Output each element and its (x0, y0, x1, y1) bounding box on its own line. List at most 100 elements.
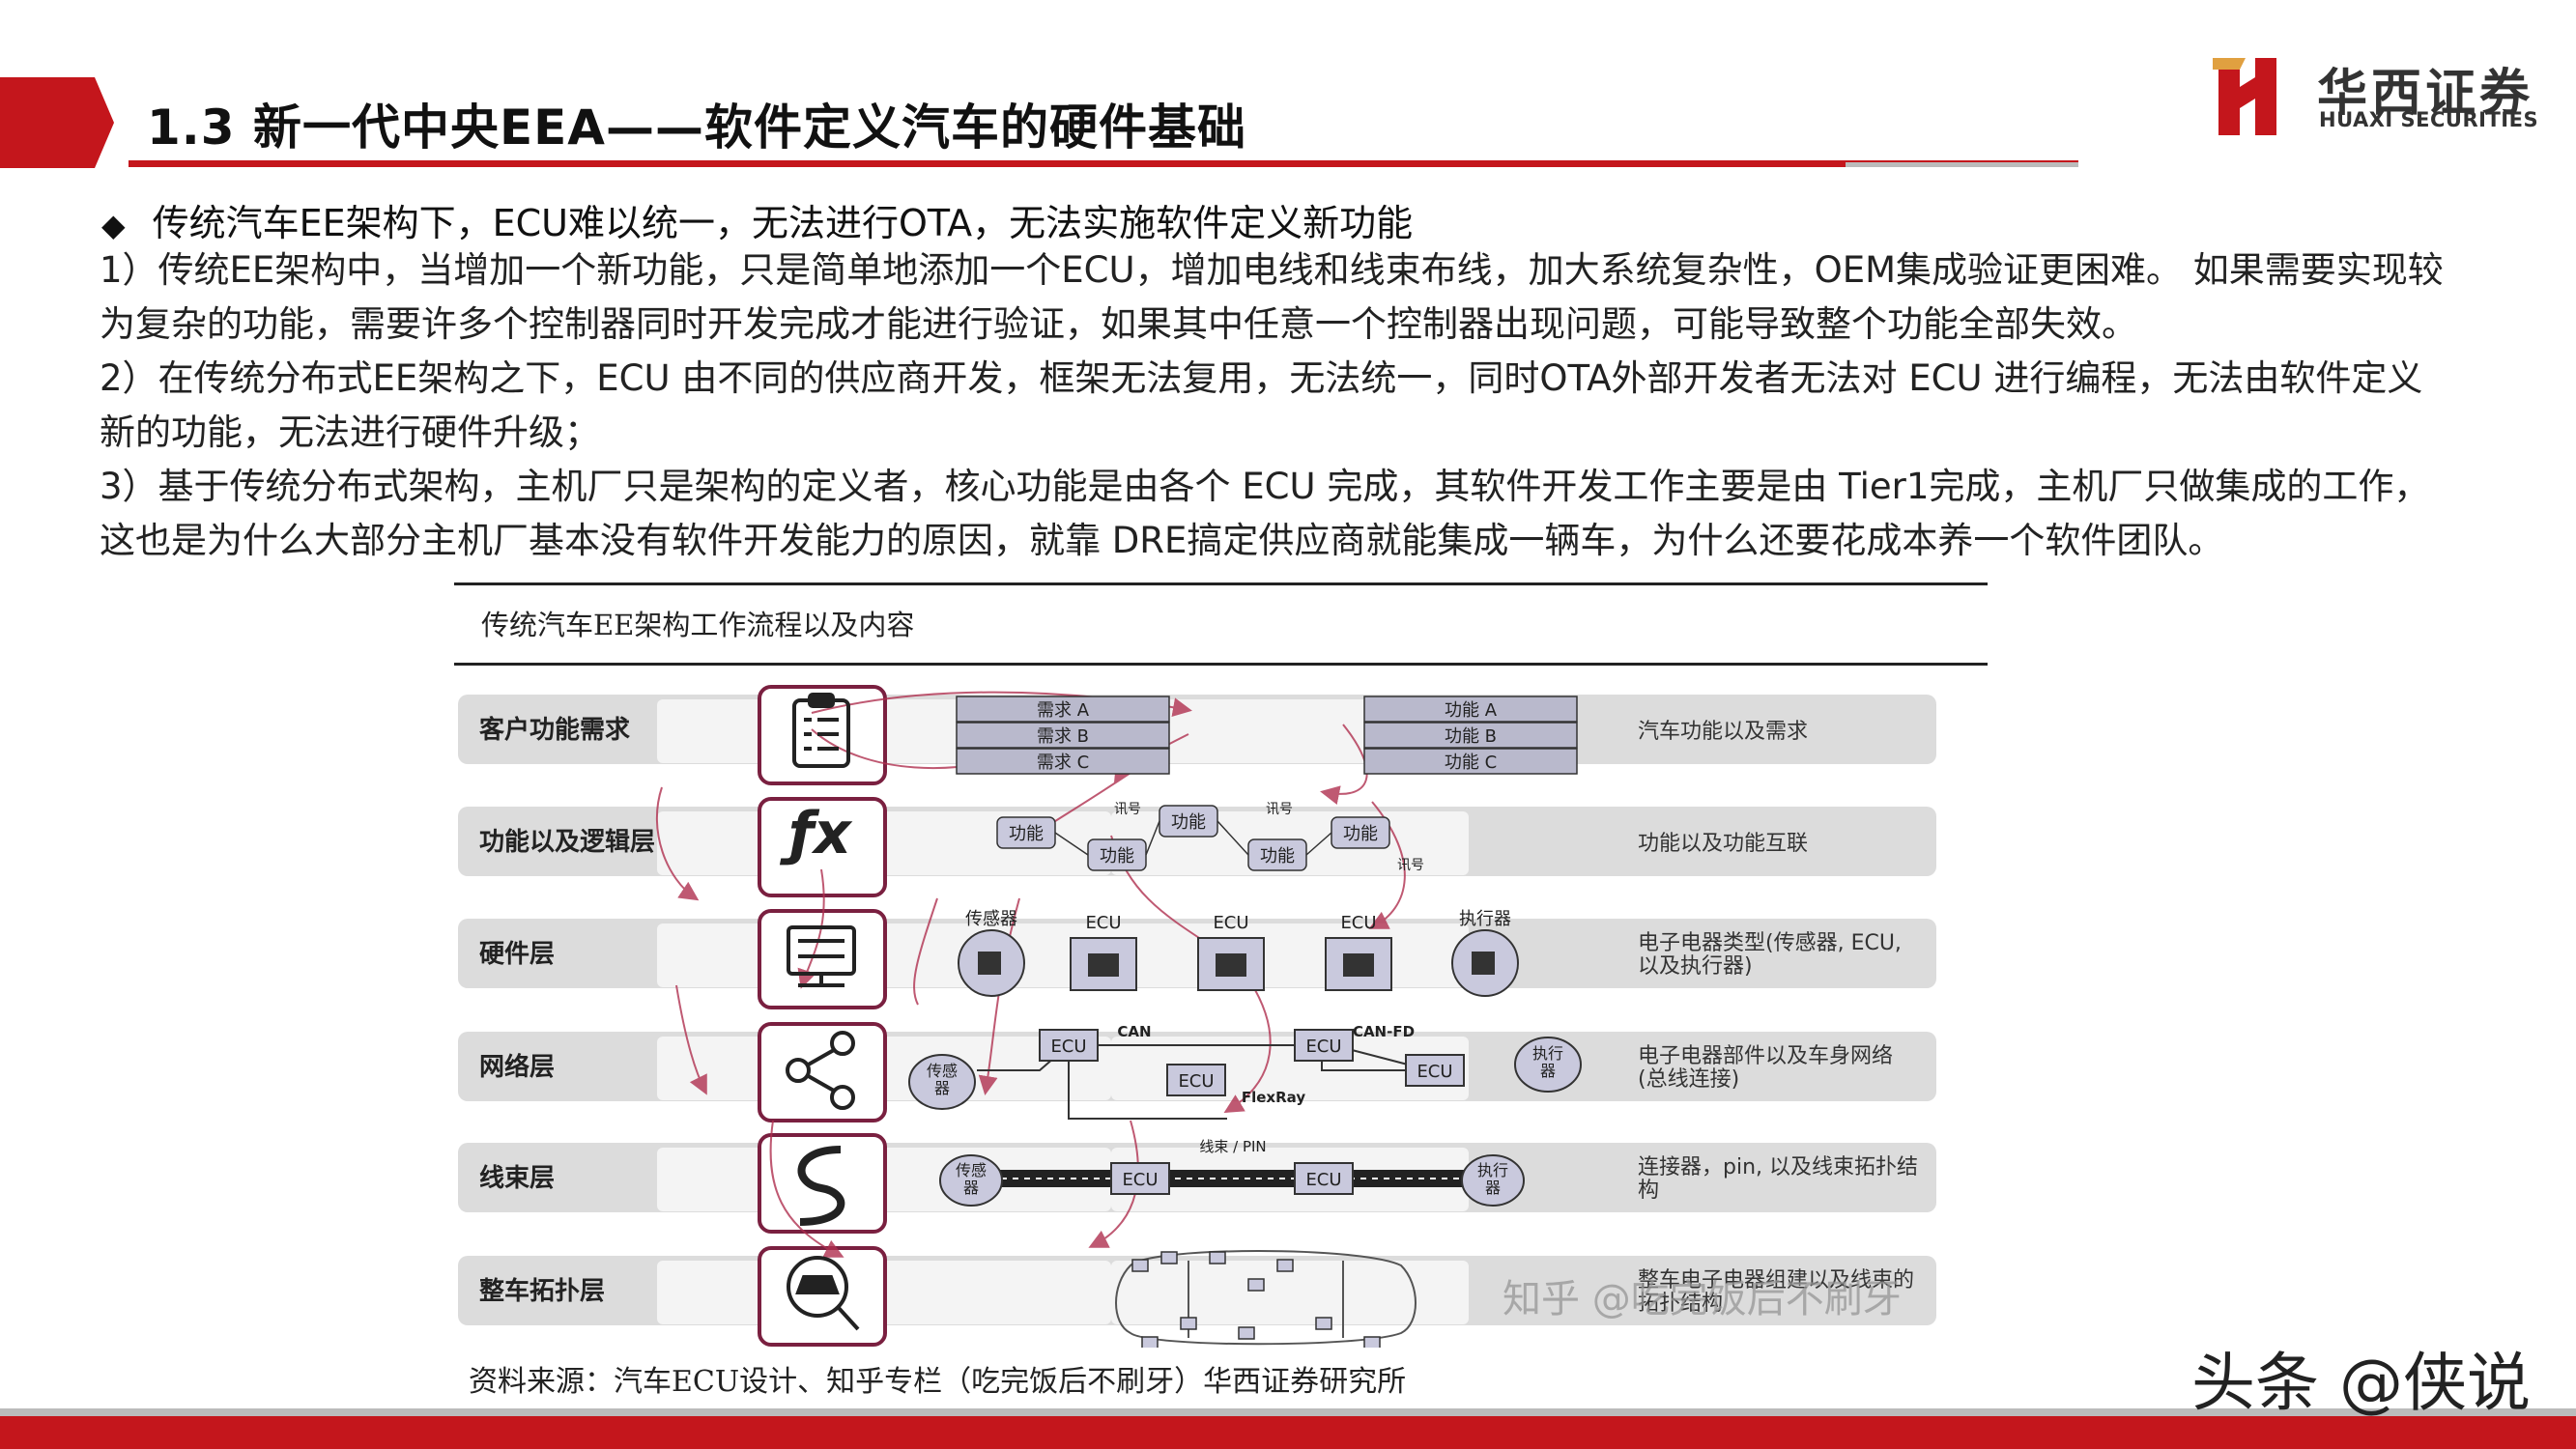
layer-content-bg (1111, 1261, 1469, 1324)
logic-function-node: 功能 (1331, 816, 1390, 849)
network-ecu-label: ECU (1178, 1071, 1214, 1092)
cable-icon-frame (758, 1133, 887, 1234)
logic-function-node: 功能 (1087, 838, 1147, 871)
signal-label: 讯号 (1397, 858, 1424, 873)
network-sensor-label: 传感器 (927, 1062, 958, 1097)
logic-function-node: 功能 (1159, 805, 1218, 838)
layer-label: 硬件层 (479, 940, 555, 969)
paragraph-1: 1）传统EE架构中，当增加一个新功能，只是简单地添加一个ECU，增加电线和线束布… (100, 249, 2444, 345)
vehicle-module (1238, 1326, 1255, 1340)
actuator-device-label: 执行器 (1459, 909, 1511, 929)
actuator-device: 执行器 (1451, 909, 1519, 997)
vehicle-module (1315, 1317, 1332, 1330)
vehicle-module (1247, 1278, 1265, 1292)
layer-label: 功能以及逻辑层 (479, 827, 655, 857)
car-search-icon-frame (758, 1246, 887, 1347)
layer-description: 电子电器类型(传感器, ECU,以及执行器) (1638, 931, 1902, 979)
ecu-device: ECU (1070, 913, 1137, 991)
logo-text-cn: 华西证券 (2317, 65, 2534, 123)
layer-description: 电子电器部件以及车身网络(总线连接) (1638, 1044, 1893, 1092)
ecu-device-label: ECU (1340, 913, 1376, 933)
sensor-device-label: 传感器 (965, 909, 1017, 929)
vehicle-module (1180, 1317, 1197, 1330)
signal-label: 讯号 (1114, 802, 1141, 817)
share-icon (786, 1031, 855, 1110)
title-underline (129, 160, 2078, 167)
requirement-row: 需求 C (956, 748, 1170, 775)
network-actuator: 执行器 (1514, 1037, 1582, 1093)
vehicle-module (1141, 1336, 1159, 1348)
signal-label: 讯号 (1266, 802, 1293, 817)
harness-sensor-label: 传感器 (956, 1161, 987, 1197)
layer-content-bg (1111, 923, 1469, 987)
function-row: 功能 A (1363, 696, 1578, 723)
ecu-device-label: ECU (1085, 913, 1121, 933)
harness-ecu-label: ECU (1305, 1170, 1341, 1190)
server-icon (787, 925, 856, 987)
flexray-label: FlexRay (1242, 1089, 1305, 1106)
logic-node-label: 功能 (1171, 812, 1206, 833)
sensor-device: 传感器 (958, 909, 1025, 997)
layer-row: 线束层 连接器，pin, 以及线束拓扑结构 (458, 1133, 1936, 1234)
requirement-row-label: 需求 B (1037, 726, 1089, 747)
layer-description: 汽车功能以及需求 (1638, 720, 1808, 744)
page-title: 1.3 新一代中央EEA——软件定义汽车的硬件基础 (147, 99, 1246, 156)
logo-text-en: HUAXI SECURITIES (2319, 108, 2539, 131)
logic-function-node: 功能 (1247, 838, 1307, 871)
harness-actuator: 执行器 (1461, 1154, 1525, 1207)
footer-red-band (0, 1416, 2576, 1449)
network-ecu-label: ECU (1417, 1062, 1452, 1082)
bullet-heading-text: 传统汽车EE架构下，ECU难以统一，无法进行OTA，无法实施软件定义新功能 (152, 202, 1414, 244)
huaxi-logo-mark (2213, 58, 2276, 135)
layer-description: 功能以及功能互联 (1638, 832, 1808, 856)
bullet-heading: ◆ 传统汽车EE架构下，ECU难以统一，无法进行OTA，无法实施软件定义新功能 (101, 193, 1413, 246)
network-actuator-label: 执行器 (1532, 1044, 1563, 1080)
figure-top-rule (454, 582, 1988, 585)
harness-sensor: 传感器 (939, 1154, 1003, 1207)
layer-description: 连接器，pin, 以及线束拓扑结构 (1638, 1155, 1918, 1203)
ecu-device-label: ECU (1213, 913, 1248, 933)
harness-actuator-label: 执行器 (1477, 1161, 1508, 1197)
ecu-device: ECU (1197, 913, 1265, 991)
logic-function-node: 功能 (996, 816, 1056, 849)
diamond-bullet-icon: ◆ (101, 207, 126, 243)
harness-label: 线束 / PIN (1199, 1138, 1266, 1155)
fx-icon: ƒx (779, 800, 853, 867)
paragraph-3: 3）基于传统分布式架构，主机厂只是架构的定义者，核心功能是由各个 ECU 完成，… (100, 466, 2430, 561)
function-row: 功能 C (1363, 748, 1578, 775)
vehicle-module (1131, 1259, 1149, 1272)
layer-row: 客户功能需求 汽车功能以及需求 (458, 685, 1936, 785)
logic-node-label: 功能 (1343, 824, 1378, 844)
vehicle-module (1160, 1251, 1178, 1264)
logic-node-label: 功能 (1260, 846, 1295, 867)
harness-ecu: ECU (1110, 1162, 1170, 1195)
figure-caption: 传统汽车EE架构工作流程以及内容 (481, 609, 915, 641)
harness-ecu: ECU (1294, 1162, 1354, 1195)
network-ecu: ECU (1166, 1064, 1226, 1096)
title-chevron-marker (0, 77, 114, 168)
title-underline-gray (1846, 162, 2078, 167)
network-sensor: 传感器 (908, 1054, 976, 1110)
layer-label: 网络层 (479, 1052, 555, 1082)
function-row: 功能 B (1363, 722, 1578, 749)
layer-row: 整车拓扑层整车电子电器组建以及线束的拓扑结构 (458, 1246, 1936, 1347)
layer-label: 线束层 (479, 1163, 555, 1193)
layer-description: 整车电子电器组建以及线束的拓扑结构 (1638, 1268, 1914, 1316)
cable-icon (797, 1146, 845, 1226)
vehicle-module (1363, 1336, 1381, 1348)
layer-label: 客户功能需求 (479, 715, 630, 745)
paragraph-2: 2）在传统分布式EE架构之下，ECU 由不同的供应商开发，框架无法复用，无法统一… (100, 357, 2423, 453)
logic-node-label: 功能 (1009, 824, 1044, 844)
network-ecu: ECU (1294, 1029, 1354, 1062)
network-ecu-label: ECU (1305, 1037, 1341, 1057)
requirement-row-label: 需求 C (1037, 753, 1089, 773)
car-search-icon (787, 1256, 860, 1331)
requirement-row: 需求 B (956, 722, 1170, 749)
fx-icon-frame (758, 797, 887, 897)
zhihu-watermark: 知乎 @吃完饭后不刷牙 (1503, 1277, 1902, 1321)
requirement-row-label: 需求 A (1037, 700, 1090, 721)
ecu-device: ECU (1325, 913, 1392, 991)
network-ecu-label: ECU (1050, 1037, 1086, 1057)
logic-links (1054, 820, 1332, 856)
